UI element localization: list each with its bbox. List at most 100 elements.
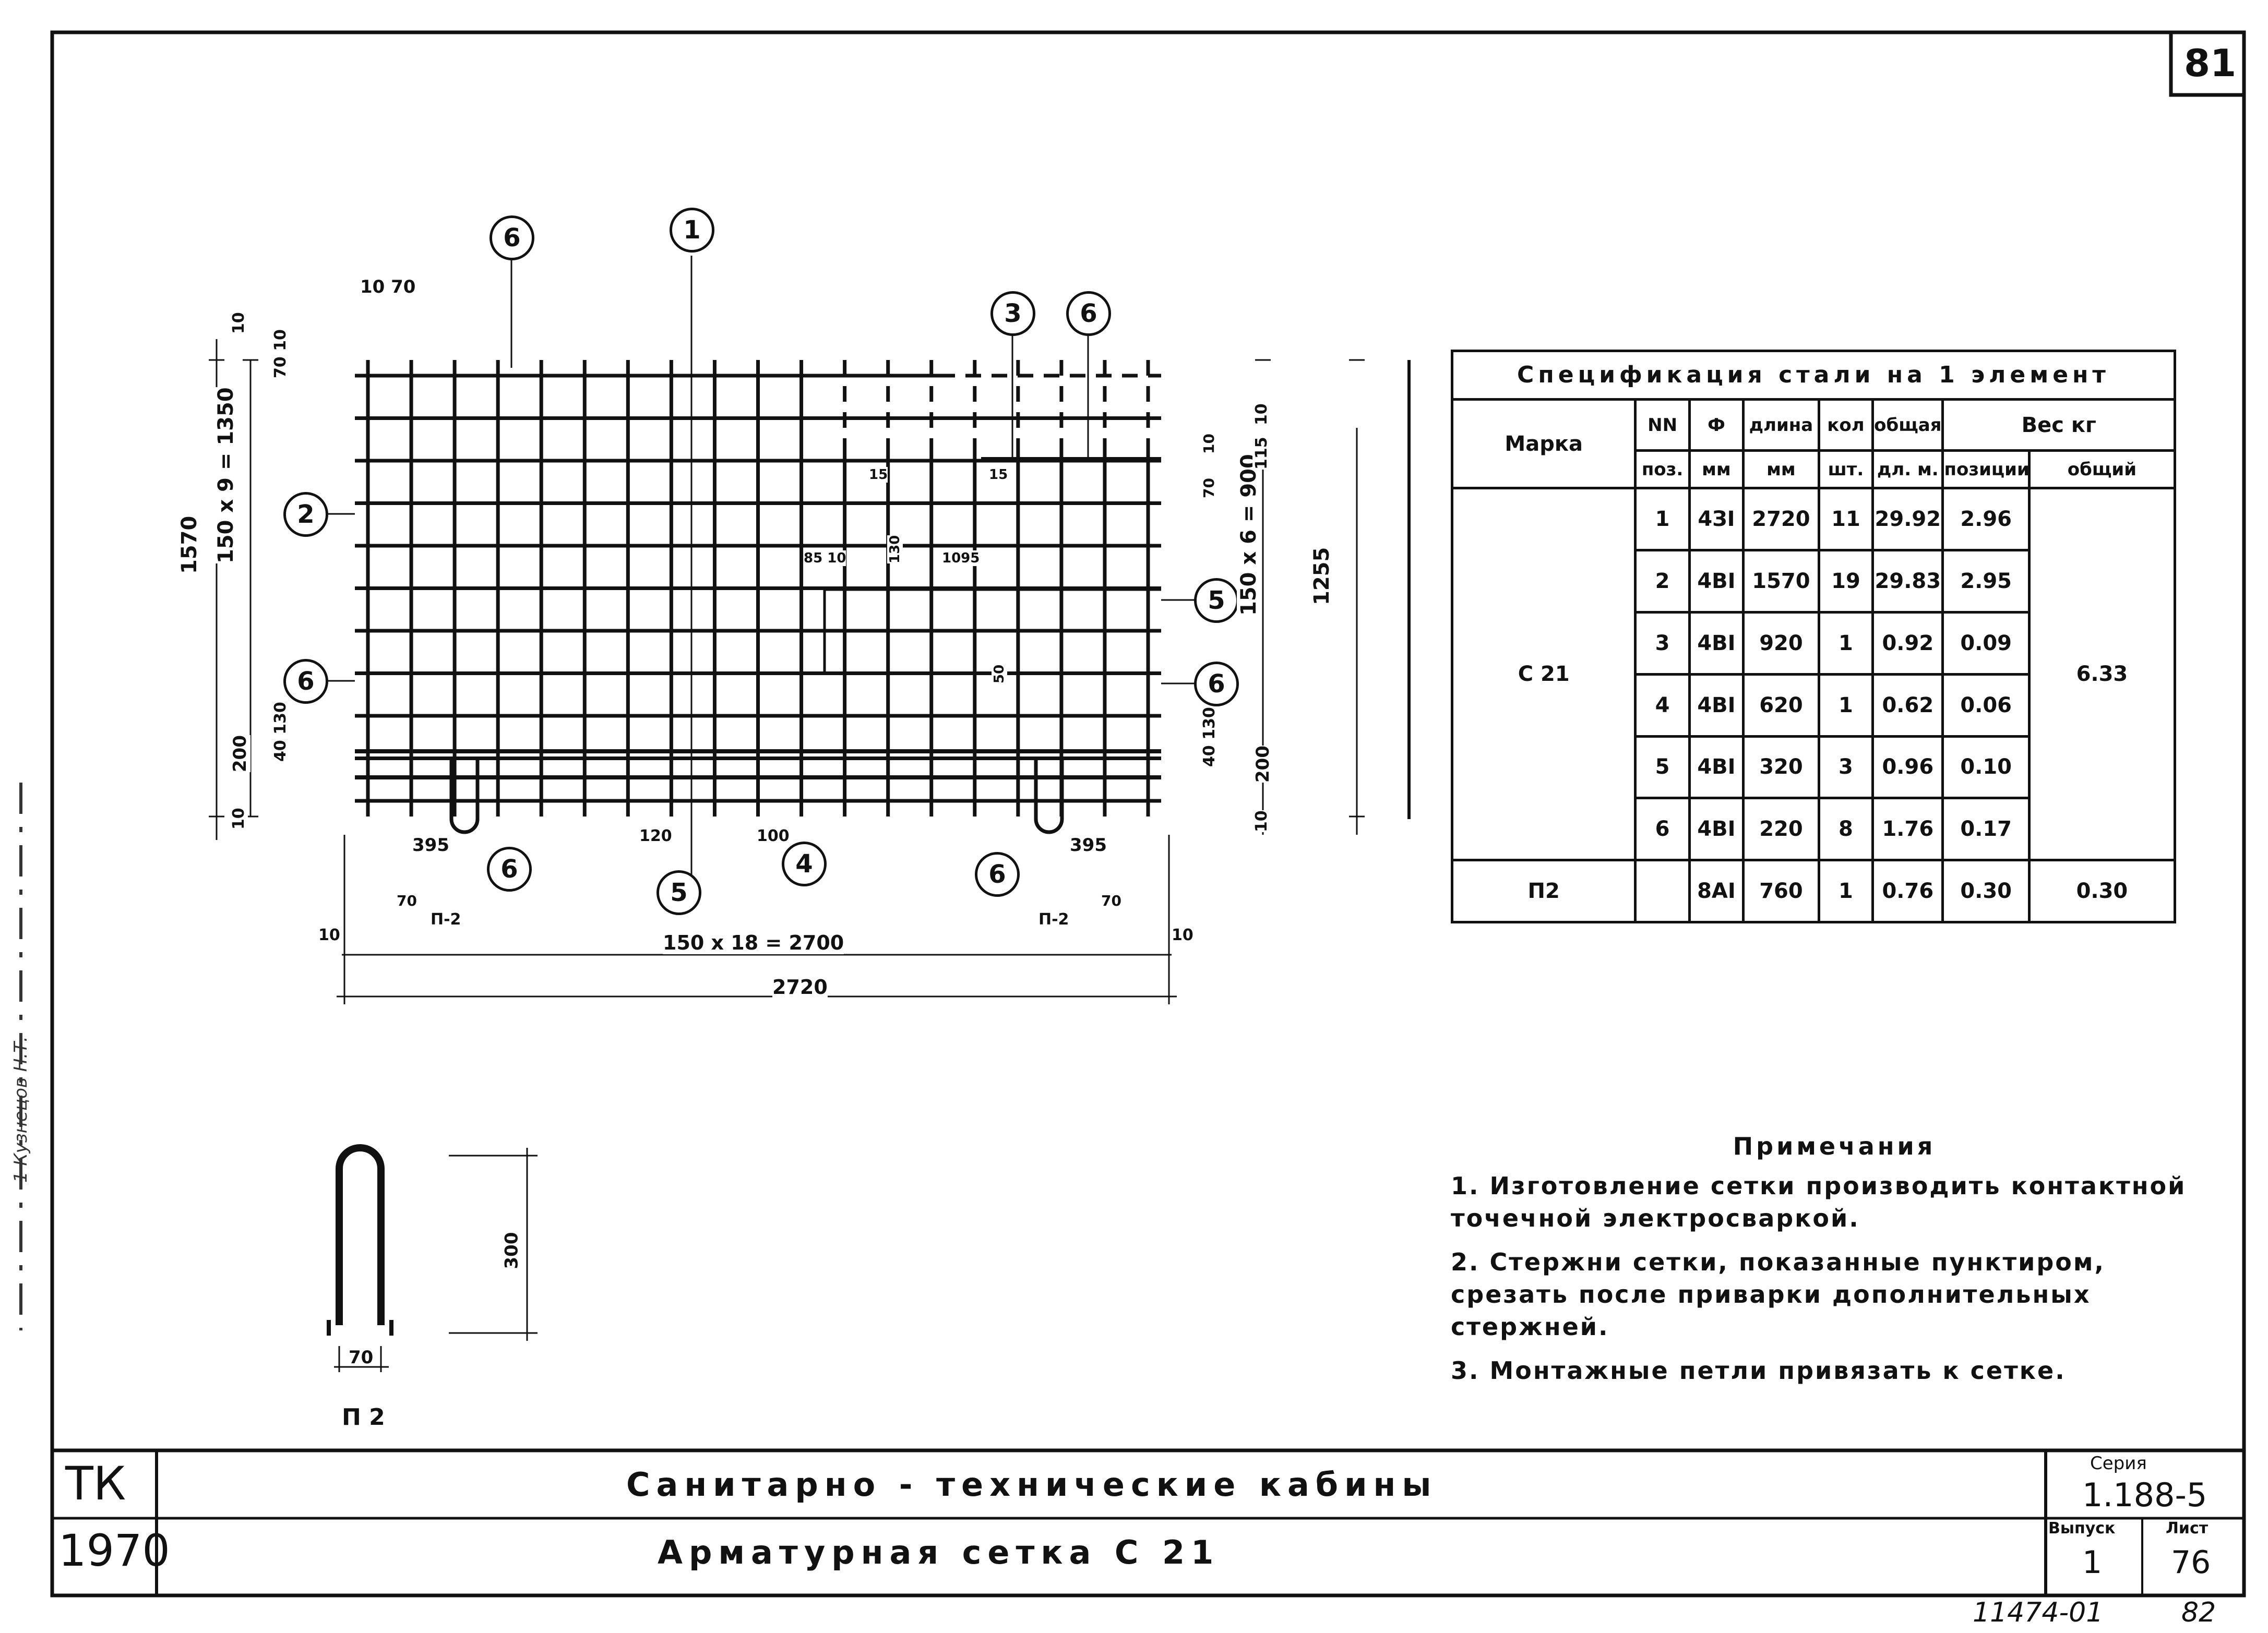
dimension-text: 70 [1101,892,1121,909]
notes-block: Примечания 1. Изготовление сетки произво… [1451,1132,2218,1399]
hdr-sht: шт. [1817,449,1875,490]
table-row: 6 4BI 220 8 1.76 0.17 [1452,797,2175,862]
dimension-text: 1255 [1310,547,1334,605]
cell-phi: 4BI [1688,735,1745,800]
spec-title: Спецификация стали на 1 элемент [1451,350,2176,401]
stamp-seria-value: 1.188-5 [2082,1476,2207,1514]
stamp-list-label: Лист [2166,1519,2209,1538]
loop-width-dim: 70 [349,1347,374,1368]
dimension-text: 100 [757,827,790,845]
cell-poz-empty [1634,859,1691,923]
hdr-kol: кол [1817,398,1875,452]
cell-kol: 1 [1817,673,1875,738]
hdr-poz: поз. [1634,449,1691,490]
cell-phi: 4ЗI [1688,487,1745,552]
c21-total: 6.33 [2027,487,2177,862]
dimension-text: 130 [887,535,903,563]
dimension-text: 2720 [772,976,828,999]
cell-obsh: 0.76 [1871,859,1944,923]
cell-poz: 3 [1634,610,1691,676]
cell-kol: 1 [1817,859,1875,923]
note-item: 1. Изготовление сетки производить контак… [1451,1172,2187,1233]
dimension-text: 10 [318,926,340,944]
position-bubble: 2 [283,492,328,537]
dimension-text: 150 x 9 = 1350 [214,387,238,563]
position-bubble: 6 [490,215,534,260]
cell-kol: 11 [1817,487,1875,552]
cell-poz: 2 [1634,549,1691,614]
reinforcement-mesh [355,360,1161,834]
cell-ves: 0.17 [1941,797,2031,862]
cell-dlina: 1570 [1742,549,1820,614]
cell-kol: 1 [1817,610,1875,676]
cell-obsh: 0.96 [1871,735,1944,800]
sheet-frame [50,30,2246,1598]
position-bubble: 6 [1194,662,1239,706]
mark-p2: П2 [1450,859,1637,923]
mesh-loop [1034,757,1064,834]
dimension-text: 1095 [942,550,980,566]
dimension-text: 395 [412,835,449,856]
loop-mark: П 2 [342,1404,385,1431]
dimension-text: 120 [639,827,672,845]
cell-phi: 4BI [1688,549,1745,614]
table-row: 4 4BI 620 1 0.62 0.06 [1452,673,2175,738]
position-bubble: 5 [656,870,701,915]
cell-ves: 2.95 [1941,549,2031,614]
dimension-text: 10 [230,808,248,830]
dimension-text: 50 [992,664,1007,683]
dimension-text: 10 [1252,403,1271,425]
position-bubble: 6 [487,847,532,892]
notes-title: Примечания [1733,1132,1936,1160]
dimension-text: 10 [1172,926,1193,944]
position-bubble: 4 [782,842,827,886]
dimension-text: 85 10 [804,550,846,566]
hdr-nn: NN [1634,398,1691,452]
page-number-box [2169,30,2246,97]
stamp-vypusk-value: 1 [2082,1544,2103,1581]
cell-poz: 4 [1634,673,1691,738]
dimension-text: 200 [230,735,250,772]
position-bubble: 1 [670,208,714,253]
page-number: 81 [2184,41,2237,85]
dimension-text: 395 [1070,835,1107,856]
cell-poz: 1 [1634,487,1691,552]
stamp-title-2: Арматурная сетка С 21 [658,1533,1220,1571]
hdr-obshiy: общий [2027,449,2177,490]
cell-ves: 0.09 [1941,610,2031,676]
position-bubble: 5 [1194,578,1239,623]
dimension-text: 10 [1252,810,1271,832]
table-row: 5 4BI 320 3 0.96 0.10 [1452,735,2175,800]
cell-phi: 8AI [1688,859,1745,923]
cell-dlina: 920 [1742,610,1820,676]
hdr-mm: мм [1688,449,1745,490]
dimension-text: 40 130 [271,702,290,762]
position-bubble: 6 [975,852,1020,897]
table-row: 2 4BI 1570 19 29.83 2.95 [1452,549,2175,614]
note-item: 3. Монтажные петли привязать к сетке. [1451,1356,2066,1385]
cell-obsh: 29.92 [1871,487,1944,552]
stamp-vypusk-label: Выпуск [2048,1519,2116,1538]
dimension-text: 1570 [177,515,201,574]
margin-handwriting: 1 Кузнецов Н.Т. [10,1036,31,1183]
hdr-dlina-mm: мм [1742,449,1820,490]
spec-table: Спецификация стали на 1 элемент Марка NN… [1450,350,2177,923]
dimension-text: 40 130 [1200,707,1219,767]
dimension-text: 70 10 [271,329,290,378]
cell-phi: 4BI [1688,797,1745,862]
loop-height-dim: 300 [501,1232,522,1269]
cell-dlina: 220 [1742,797,1820,862]
cell-phi: 4BI [1688,610,1745,676]
dimension-text: 70 [1200,478,1217,498]
dimension-text: П-2 [1038,910,1069,929]
cell-kol: 3 [1817,735,1875,800]
dimension-text: 150 x 18 = 2700 [663,931,844,954]
mesh-loop [449,757,480,834]
dimension-text: 15 [869,467,888,483]
stamp-tk: ТК [65,1457,126,1510]
stamp-seria-label: Серия [2090,1453,2147,1474]
stamp-year: 1970 [58,1525,170,1576]
cell-kol: 19 [1817,549,1875,614]
mark-c21: С 21 [1450,487,1637,862]
